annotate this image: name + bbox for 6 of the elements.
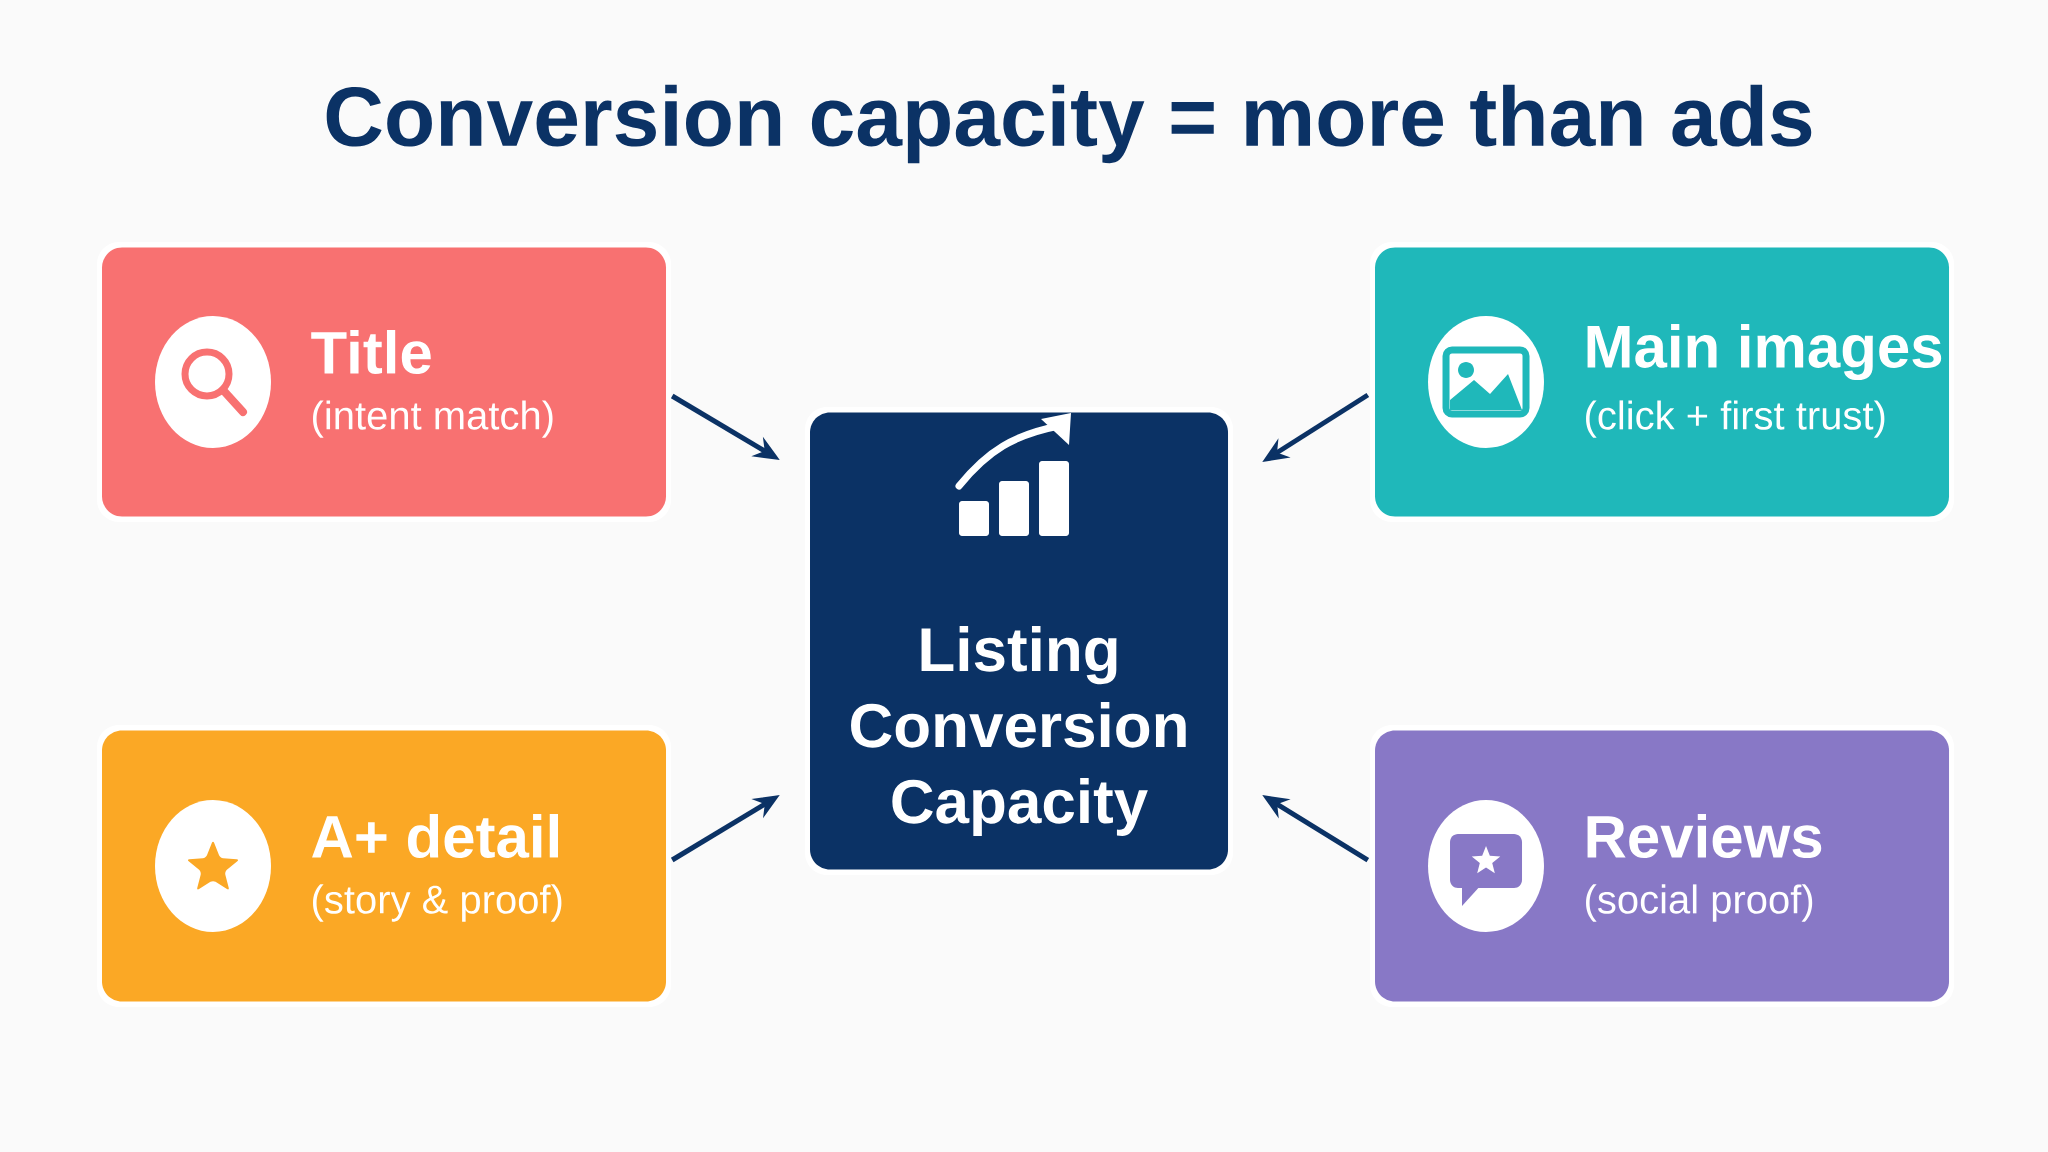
heading: Conversion capacity = more than ads [326,84,1812,164]
factor-card: Main images (click + first trust) [1370,242,1954,522]
factor-card: A+ detail (story & proof) [97,725,671,1007]
factor-card: Title (intent match) [97,242,671,522]
center-box: Listing Conversion Capacity [805,407,1233,875]
factor-card: Reviews (social proof) [1370,725,1954,1007]
